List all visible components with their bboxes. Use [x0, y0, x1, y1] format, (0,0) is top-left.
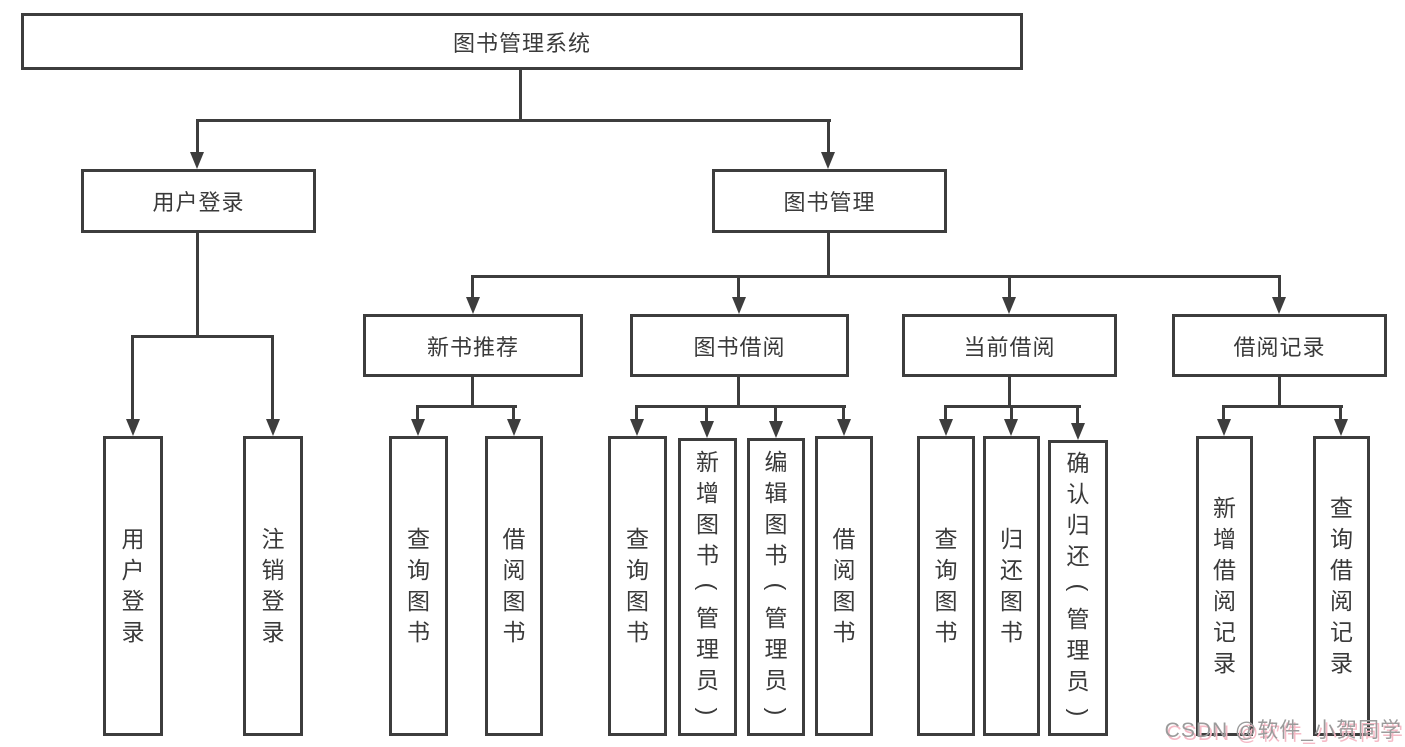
arrowhead-leaf-icon: [1334, 419, 1348, 436]
connector-book-mgmt-rail: [471, 275, 1281, 278]
leaf-borrow-query-books-label: 查询图书: [626, 525, 649, 646]
arrowhead-leaf-icon: [1004, 419, 1018, 436]
node-book-borrow: 图书借阅: [630, 314, 849, 377]
leaf-user-login: 用户登录: [103, 436, 163, 736]
connector-user-login-rail: [131, 335, 274, 338]
leaf-borrow-borrow-books: 借阅图书: [815, 436, 873, 736]
connector-leaf-drop: [705, 405, 708, 423]
leaf-query-borrow-record-label: 查询借阅记录: [1330, 494, 1353, 677]
connector-user-login-drop: [196, 119, 199, 155]
node-root-label: 图书管理系统: [452, 30, 591, 56]
node-current-borrow-label: 当前借阅: [963, 334, 1056, 360]
connector-root-stem: [519, 69, 522, 121]
node-book-borrow-label: 图书借阅: [693, 334, 786, 360]
leaf-confirm-return-admin-label: 确认归还(管理员): [1065, 450, 1092, 717]
node-current-borrow: 当前借阅: [902, 314, 1117, 377]
connector-leaf-drop: [774, 405, 777, 423]
arrowhead-leaf-icon: [837, 419, 851, 436]
connector-leaf-drop: [944, 405, 947, 423]
connector-root-rail: [196, 119, 831, 122]
connector-book-mgmt-stem: [827, 233, 830, 278]
leaf-newrec-borrow-books-label: 借阅图书: [502, 525, 526, 646]
connector-leaf-drop: [1010, 405, 1013, 423]
arrowhead-book-mgmt-icon: [821, 152, 835, 169]
node-book-management-label: 图书管理: [783, 190, 876, 215]
arrowhead-new-book-icon: [466, 297, 480, 314]
leaf-edit-book-admin: 编辑图书(管理员): [747, 438, 805, 736]
arrowhead-leaf-icon: [1071, 423, 1085, 440]
arrowhead-leaf-icon: [769, 421, 783, 438]
connector-leaf-login-drop: [131, 335, 134, 422]
connector-leaf-drop: [512, 405, 515, 423]
connector-borrow-records-leaf-rail: [1222, 405, 1343, 408]
leaf-query-borrow-record: 查询借阅记录: [1313, 436, 1370, 736]
leaf-logout: 注销登录: [243, 436, 303, 736]
arrowhead-leaf-icon: [700, 421, 714, 438]
node-borrow-records: 借阅记录: [1172, 314, 1387, 377]
leaf-add-borrow-record: 新增借阅记录: [1196, 436, 1253, 736]
connector-current-borrow-stem: [1008, 377, 1011, 408]
leaf-add-book-admin: 新增图书(管理员): [678, 438, 737, 736]
arrowhead-leaf-icon: [411, 419, 425, 436]
connector-current-borrow-drop: [1008, 275, 1011, 300]
node-borrow-records-label: 借阅记录: [1233, 334, 1326, 360]
arrowhead-book-borrow-icon: [732, 297, 746, 314]
node-new-book-recommend: 新书推荐: [363, 314, 583, 377]
arrowhead-leaf-icon: [939, 419, 953, 436]
arrowhead-leaf-icon: [630, 419, 644, 436]
leaf-confirm-return-admin: 确认归还(管理员): [1048, 440, 1108, 736]
connector-book-borrow-stem: [737, 377, 740, 408]
leaf-user-login-label: 用户登录: [121, 525, 145, 646]
arrowhead-leaf-login-icon: [126, 419, 140, 436]
arrowhead-leaf-icon: [1217, 419, 1231, 436]
node-book-management: 图书管理: [712, 169, 947, 233]
leaf-logout-label: 注销登录: [261, 525, 285, 646]
connector-book-mgmt-drop: [827, 119, 830, 155]
leaf-newrec-borrow-books: 借阅图书: [485, 436, 543, 736]
arrowhead-leaf-icon: [507, 419, 521, 436]
node-new-book-recommend-label: 新书推荐: [426, 334, 519, 360]
connector-borrow-records-stem: [1278, 377, 1281, 408]
connector-leaf-drop: [1339, 405, 1342, 423]
leaf-borrow-query-books: 查询图书: [608, 436, 667, 736]
arrowhead-user-login-icon: [190, 152, 204, 169]
connector-book-borrow-drop: [737, 275, 740, 300]
leaf-edit-book-admin-label: 编辑图书(管理员): [763, 449, 790, 716]
connector-leaf-drop: [842, 405, 845, 423]
leaf-return-books-label: 归还图书: [1000, 525, 1023, 646]
leaf-current-query-books: 查询图书: [917, 436, 975, 736]
connector-leaf-drop: [1222, 405, 1225, 423]
connector-leaf-logout-drop: [271, 335, 274, 422]
leaf-add-book-admin-label: 新增图书(管理员): [695, 449, 722, 716]
leaf-current-query-books-label: 查询图书: [934, 525, 958, 646]
csdn-watermark: CSDN @软件_小贺同学: [1164, 719, 1402, 742]
connector-user-login-stem: [196, 233, 199, 338]
leaf-return-books: 归还图书: [983, 436, 1040, 736]
node-user-login-label: 用户登录: [152, 190, 245, 215]
node-user-login: 用户登录: [81, 169, 316, 233]
arrowhead-leaf-logout-icon: [266, 419, 280, 436]
leaf-add-borrow-record-label: 新增借阅记录: [1213, 494, 1236, 677]
arrowhead-current-borrow-icon: [1002, 297, 1016, 314]
connector-leaf-drop: [1076, 405, 1079, 423]
connector-borrow-records-drop: [1278, 275, 1281, 300]
connector-new-book-drop: [471, 275, 474, 300]
connector-book-borrow-leaf-rail: [635, 405, 846, 408]
node-root: 图书管理系统: [21, 13, 1023, 70]
connector-leaf-drop: [416, 405, 419, 423]
connector-new-book-rail: [416, 405, 517, 408]
arrowhead-borrow-records-icon: [1272, 297, 1286, 314]
leaf-newrec-query-books-label: 查询图书: [407, 525, 430, 646]
connector-leaf-drop: [635, 405, 638, 423]
connector-new-book-stem: [471, 377, 474, 408]
leaf-newrec-query-books: 查询图书: [389, 436, 448, 736]
leaf-borrow-borrow-books-label: 借阅图书: [832, 525, 856, 646]
